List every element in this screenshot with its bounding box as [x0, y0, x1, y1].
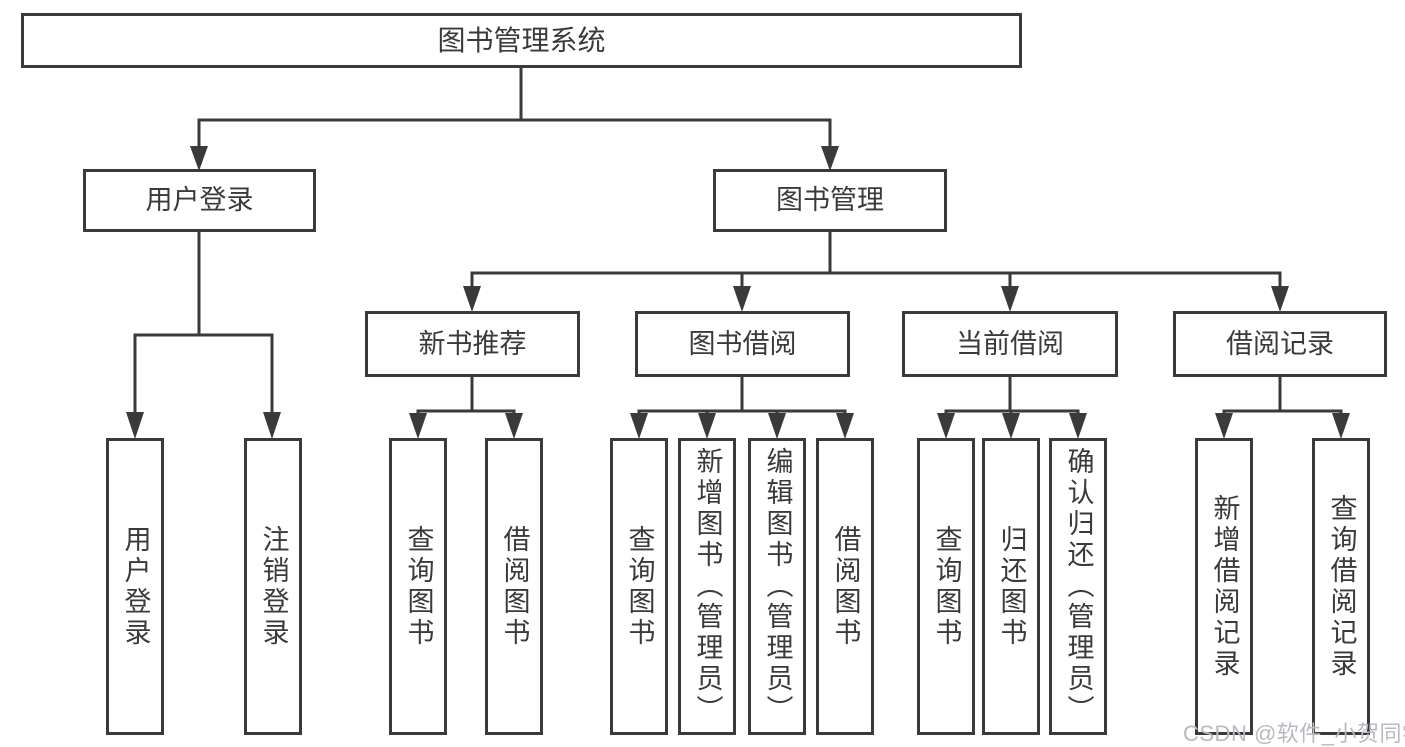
node-borrowing-records: 借阅记录 — [1173, 311, 1387, 377]
leaf-borrowing-edit-books: 编辑图书（管理员） — [748, 438, 806, 735]
leaf-borrowing-query-books-label: 查询图书 — [624, 524, 655, 649]
leaf-current-return-books: 归还图书 — [982, 438, 1040, 735]
node-user-login-label: 用户登录 — [145, 185, 254, 216]
leaf-user-login: 用户登录 — [106, 438, 164, 735]
node-book-borrowing: 图书借阅 — [635, 311, 850, 377]
node-root-system: 图书管理系统 — [21, 13, 1022, 68]
leaf-records-query-record-label: 查询借阅记录 — [1326, 493, 1357, 680]
node-root-system-label: 图书管理系统 — [437, 24, 606, 56]
node-current-borrowing-label: 当前借阅 — [956, 328, 1064, 359]
leaf-logout-label: 注销登录 — [258, 524, 289, 649]
node-new-book-recommend-label: 新书推荐 — [418, 328, 527, 359]
node-book-management: 图书管理 — [713, 169, 947, 232]
leaf-borrowing-query-books: 查询图书 — [610, 438, 668, 735]
leaf-borrowing-add-books: 新增图书（管理员） — [678, 438, 736, 735]
leaf-logout: 注销登录 — [244, 438, 302, 735]
leaf-records-query-record: 查询借阅记录 — [1312, 438, 1370, 735]
leaf-borrowing-borrow-books: 借阅图书 — [816, 438, 874, 735]
watermark: CSDN @软件_小贺同学 — [1183, 721, 1405, 746]
node-borrowing-records-label: 借阅记录 — [1226, 328, 1334, 359]
leaf-current-return-books-label: 归还图书 — [996, 524, 1027, 649]
leaf-records-add-record: 新增借阅记录 — [1195, 438, 1253, 735]
leaf-recommend-borrow-books-label: 借阅图书 — [499, 524, 530, 649]
leaf-recommend-borrow-books: 借阅图书 — [485, 438, 543, 735]
leaf-borrowing-add-books-label: 新增图书（管理员） — [692, 447, 723, 726]
arrowheads — [126, 146, 1350, 439]
leaf-borrowing-borrow-books-label: 借阅图书 — [830, 524, 861, 649]
node-book-borrowing-label: 图书借阅 — [688, 328, 797, 359]
node-user-login: 用户登录 — [83, 169, 316, 232]
node-book-management-label: 图书管理 — [776, 185, 884, 216]
node-current-borrowing: 当前借阅 — [902, 311, 1118, 377]
leaf-recommend-query-books-label: 查询图书 — [403, 524, 434, 649]
node-new-book-recommend: 新书推荐 — [365, 311, 580, 377]
leaf-current-query-books: 查询图书 — [917, 438, 975, 735]
leaf-user-login-label: 用户登录 — [120, 524, 151, 649]
leaf-records-add-record-label: 新增借阅记录 — [1209, 493, 1240, 680]
leaf-current-confirm-return-label: 确认归还（管理员） — [1063, 447, 1094, 726]
leaf-recommend-query-books: 查询图书 — [389, 438, 447, 735]
leaf-current-query-books-label: 查询图书 — [931, 524, 962, 649]
leaf-current-confirm-return: 确认归还（管理员） — [1049, 438, 1107, 735]
leaf-borrowing-edit-books-label: 编辑图书（管理员） — [762, 447, 793, 726]
